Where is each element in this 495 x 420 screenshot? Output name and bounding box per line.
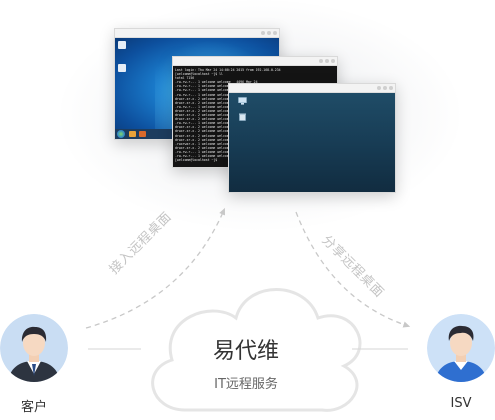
window-title-bar [229, 84, 395, 93]
customer-label: 客户 [20, 400, 47, 415]
window-button-icon [319, 59, 323, 63]
terminal-line: [welcome@localhost ~]$ ll [175, 72, 223, 77]
linux-desktop-window [228, 83, 396, 193]
terminal-line: total 7156 [175, 76, 195, 81]
cloud-title: 易代维 [212, 339, 279, 364]
window-button-icon [383, 86, 387, 90]
share-arrow [295, 211, 411, 328]
terminal-line: [welcome@localhost ~]$ [175, 158, 220, 163]
terminal-line: -rw-rw-r--. 1 welcome welcome 4096 Mar 2… [175, 80, 258, 85]
window-button-icon [261, 31, 265, 35]
customer-avatar [0, 314, 68, 382]
recycle-bin-icon [118, 64, 126, 72]
connect-arrow [85, 207, 225, 329]
window-button-icon [325, 59, 329, 63]
terminal-line: Last login: Thu Mar 24 14:00:24 2015 fro… [175, 68, 281, 72]
computer-icon [118, 41, 126, 49]
isv-label: ISV [450, 396, 472, 411]
window-close-icon [389, 86, 393, 90]
window-title-bar [173, 57, 337, 66]
folder-icon [129, 131, 136, 137]
cloud-subtitle: IT远程服务 [214, 377, 278, 392]
window-button-icon [267, 31, 271, 35]
windows-start-icon [117, 130, 125, 138]
male-user-avatar-icon [0, 314, 68, 382]
male-user-avatar-icon [427, 314, 495, 382]
linux-desktop-screen [229, 93, 395, 192]
cloud-icon [151, 288, 362, 412]
computer-icon [238, 97, 247, 105]
window-close-icon [273, 31, 277, 35]
window-close-icon [331, 59, 335, 63]
media-icon [139, 131, 146, 137]
window-button-icon [377, 86, 381, 90]
isv-avatar [427, 314, 495, 382]
window-title-bar [115, 29, 279, 38]
trash-icon [239, 113, 246, 121]
